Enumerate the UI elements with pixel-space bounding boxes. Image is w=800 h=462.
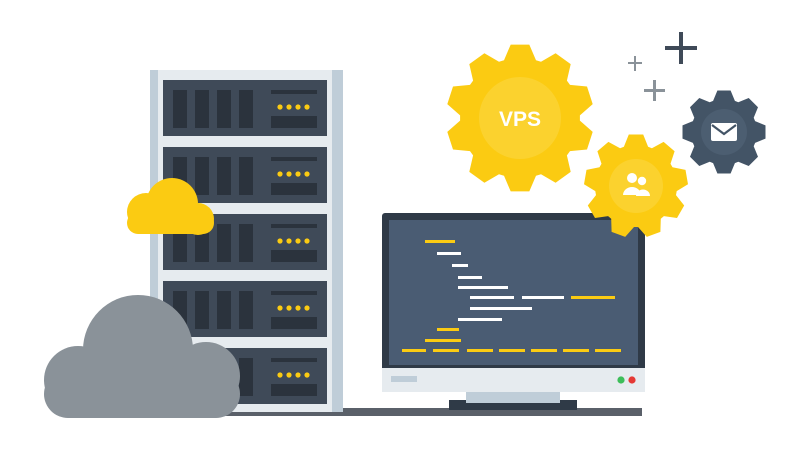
power-led-red — [628, 376, 636, 384]
plus-sign — [644, 80, 665, 101]
plus-sign — [665, 32, 697, 64]
plus-sign — [628, 56, 642, 71]
vps-gear-label: VPS — [499, 108, 541, 131]
ground-shadow — [210, 408, 642, 416]
server-unit — [163, 80, 327, 136]
vps-gear-hub — [479, 77, 561, 159]
users-icon — [623, 173, 650, 196]
gray-cloud — [44, 295, 240, 418]
users-gear-hub — [609, 159, 663, 213]
monitor-logo-bar — [391, 376, 417, 382]
yellow-cloud — [127, 178, 214, 235]
power-led-green — [617, 376, 625, 384]
code-lines — [402, 240, 621, 352]
monitor-chin — [382, 368, 645, 392]
monitor — [382, 213, 645, 410]
vps-gear — [447, 44, 593, 192]
monitor-stand-base — [449, 400, 577, 410]
users-gear — [584, 134, 688, 237]
envelope-icon — [711, 123, 737, 141]
